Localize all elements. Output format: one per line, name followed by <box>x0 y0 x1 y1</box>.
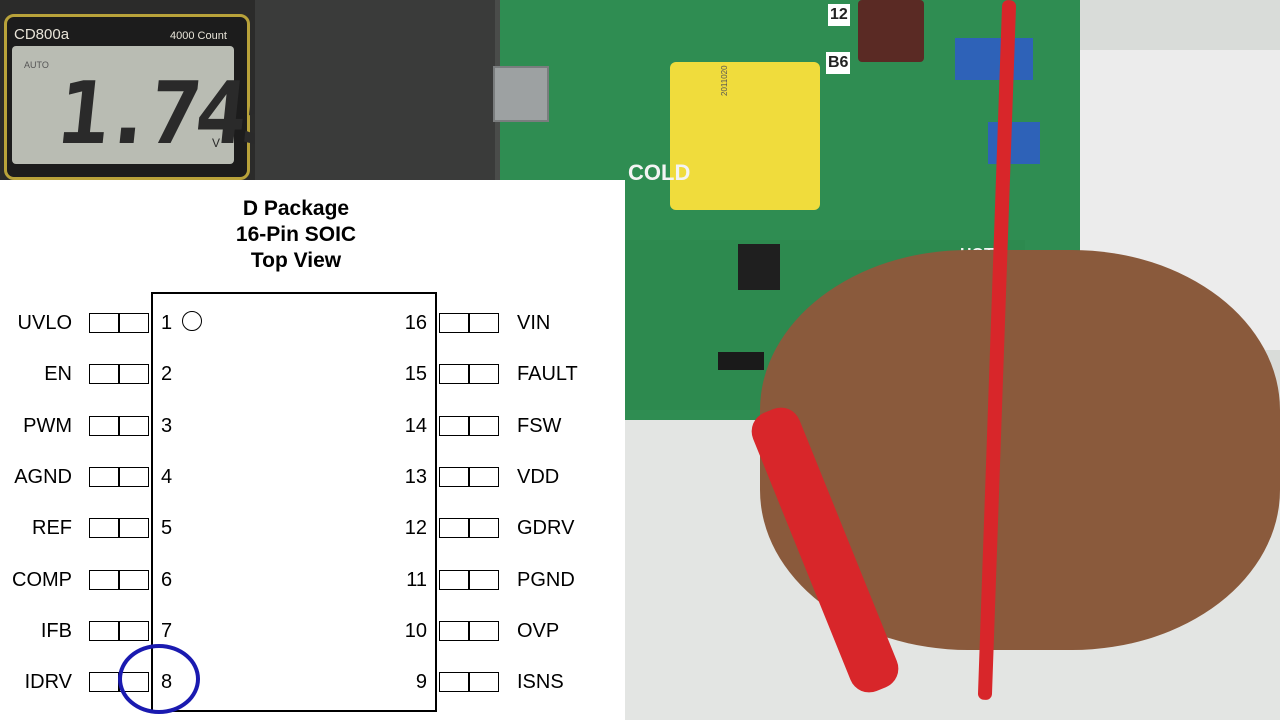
electrolytic-capacitor <box>858 0 924 62</box>
capacitor-marking: 2011020 <box>720 65 729 96</box>
pin-name-ovp: OVP <box>517 620 560 642</box>
pin-name-en: EN <box>44 363 72 385</box>
pin-lead <box>89 621 149 641</box>
pin-lead <box>439 313 499 333</box>
pin-lead <box>89 416 149 436</box>
pin-number: 10 <box>404 620 427 642</box>
pin1-indicator-icon <box>182 311 202 331</box>
pin-number: 2 <box>161 363 173 385</box>
multimeter-model: CD800a <box>14 26 70 43</box>
pin-name-pwm: PWM <box>23 415 72 437</box>
pin-number: 14 <box>404 415 427 437</box>
pin-number: 5 <box>161 517 173 539</box>
multimeter: CD800a 4000 Count AUTO 1.745 V <box>0 0 292 180</box>
pin-lead <box>439 570 499 590</box>
multimeter-lcd <box>12 46 234 164</box>
package-title-line: D Package <box>242 197 350 220</box>
multimeter-mode: AUTO <box>24 60 49 70</box>
pin-name-idrv: IDRV <box>24 671 72 693</box>
pin-number: 13 <box>404 466 427 488</box>
multimeter-unit: V <box>212 136 221 150</box>
pin-name-isns: ISNS <box>517 671 564 693</box>
board-label-b6: B6 <box>826 52 851 74</box>
pin-lead <box>89 313 149 333</box>
pin-number: 7 <box>161 620 173 642</box>
package-title-line: 16-Pin SOIC <box>235 223 357 246</box>
usb-port <box>493 66 549 122</box>
pin-number: 11 <box>406 569 427 591</box>
pin-lead <box>439 364 499 384</box>
pin-name-vdd: VDD <box>517 466 560 488</box>
pin-name-ref: REF <box>32 517 72 539</box>
board-label-12: 12 <box>828 4 850 26</box>
pin-number: 12 <box>404 517 427 539</box>
pin-lead <box>89 518 149 538</box>
pin-lead <box>439 416 499 436</box>
chip-body <box>151 292 437 712</box>
pin-number: 4 <box>161 466 173 488</box>
pin-lead <box>439 467 499 487</box>
pin-number: 6 <box>161 569 173 591</box>
pin-lead <box>439 518 499 538</box>
pin-number: 9 <box>415 671 427 693</box>
soic-chip <box>718 352 764 370</box>
pin-name-fault: FAULT <box>517 363 578 385</box>
pin-number: 1 <box>161 312 173 334</box>
package-title-line: Top View <box>250 249 342 272</box>
pin-name-gdrv: GDRV <box>517 517 575 539</box>
cable-area <box>255 0 495 180</box>
pin-name-agnd: AGND <box>14 466 72 488</box>
pin-number: 15 <box>404 363 427 385</box>
blue-component <box>955 38 1033 80</box>
pin-number: 16 <box>404 312 427 334</box>
pin-lead <box>89 467 149 487</box>
pin-lead <box>439 621 499 641</box>
pin-highlight-circle <box>118 644 200 714</box>
pin-lead <box>89 364 149 384</box>
multimeter-count-label: 4000 Count <box>170 30 227 42</box>
pin-name-pgnd: PGND <box>517 569 575 591</box>
power-transistor <box>738 244 780 290</box>
pin-lead <box>439 672 499 692</box>
board-label-cold: COLD <box>628 160 691 185</box>
pin-name-comp: COMP <box>12 569 72 591</box>
pin-name-uvlo: UVLO <box>17 312 72 334</box>
x2-capacitor <box>670 62 820 210</box>
package-title: D Package 16-Pin SOIC Top View <box>196 196 396 274</box>
pin-name-fsw: FSW <box>517 415 562 437</box>
pin-name-ifb: IFB <box>40 620 72 642</box>
pin-number: 3 <box>161 415 173 437</box>
pin-name-vin: VIN <box>517 312 551 334</box>
pin-lead <box>89 570 149 590</box>
